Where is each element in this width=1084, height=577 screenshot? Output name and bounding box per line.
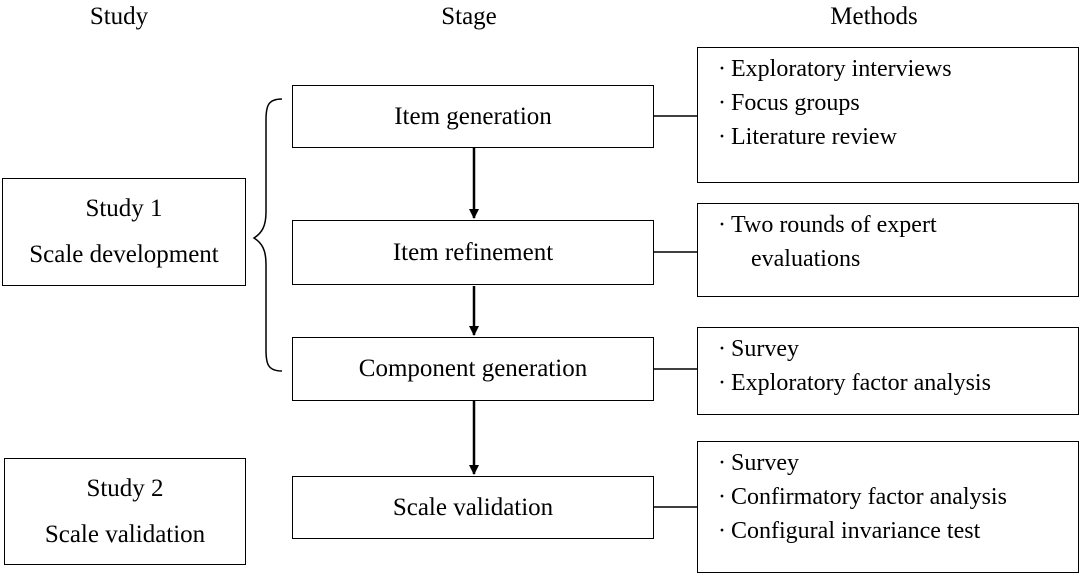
method-item: ·Two rounds of expert [718, 212, 937, 238]
study-2-title: Study 2 [86, 474, 164, 502]
stage-label: Item generation [394, 102, 552, 130]
method-item: ·Survey [718, 336, 799, 362]
study-2-box: Study 2 Scale validation [4, 458, 246, 565]
stage-box-item-generation: Item generation [292, 85, 654, 148]
study-1-box: Study 1 Scale development [2, 178, 246, 286]
method-item: ·Literature review [718, 124, 897, 150]
stage-box-item-refinement: Item refinement [292, 220, 654, 285]
stage-label: Scale validation [392, 493, 554, 521]
study-2-subtitle: Scale validation [44, 520, 206, 548]
stage-column-header: Stage [441, 3, 497, 30]
methods-box-scale-validation: ·Survey ·Confirmatory factor analysis ·C… [697, 441, 1079, 573]
methods-box-component-generation: ·Survey ·Exploratory factor analysis [697, 327, 1079, 415]
method-item: ·Focus groups [718, 90, 860, 116]
study-1-brace [252, 98, 283, 372]
stage-label: Item refinement [392, 238, 554, 266]
method-item: ·Confirmatory factor analysis [718, 484, 1007, 510]
method-item: ·Configural invariance test [718, 518, 981, 544]
stage-box-component-generation: Component generation [292, 337, 654, 401]
stage-label: Component generation [358, 355, 588, 382]
methods-column-header: Methods [830, 3, 918, 30]
methods-box-item-generation: ·Exploratory interviews ·Focus groups ·L… [697, 47, 1079, 183]
study-column-header: Study [89, 3, 149, 30]
method-item: ·Exploratory interviews [718, 56, 952, 82]
method-item: ·Exploratory factor analysis [718, 370, 991, 396]
methods-box-item-refinement: ·Two rounds of expert evaluations [697, 203, 1079, 297]
method-item: ·Survey [718, 450, 799, 476]
method-item-continuation: evaluations [751, 246, 861, 272]
study-1-subtitle: Scale development [29, 241, 219, 268]
study-1-title: Study 1 [85, 195, 163, 222]
stage-box-scale-validation: Scale validation [292, 476, 654, 539]
